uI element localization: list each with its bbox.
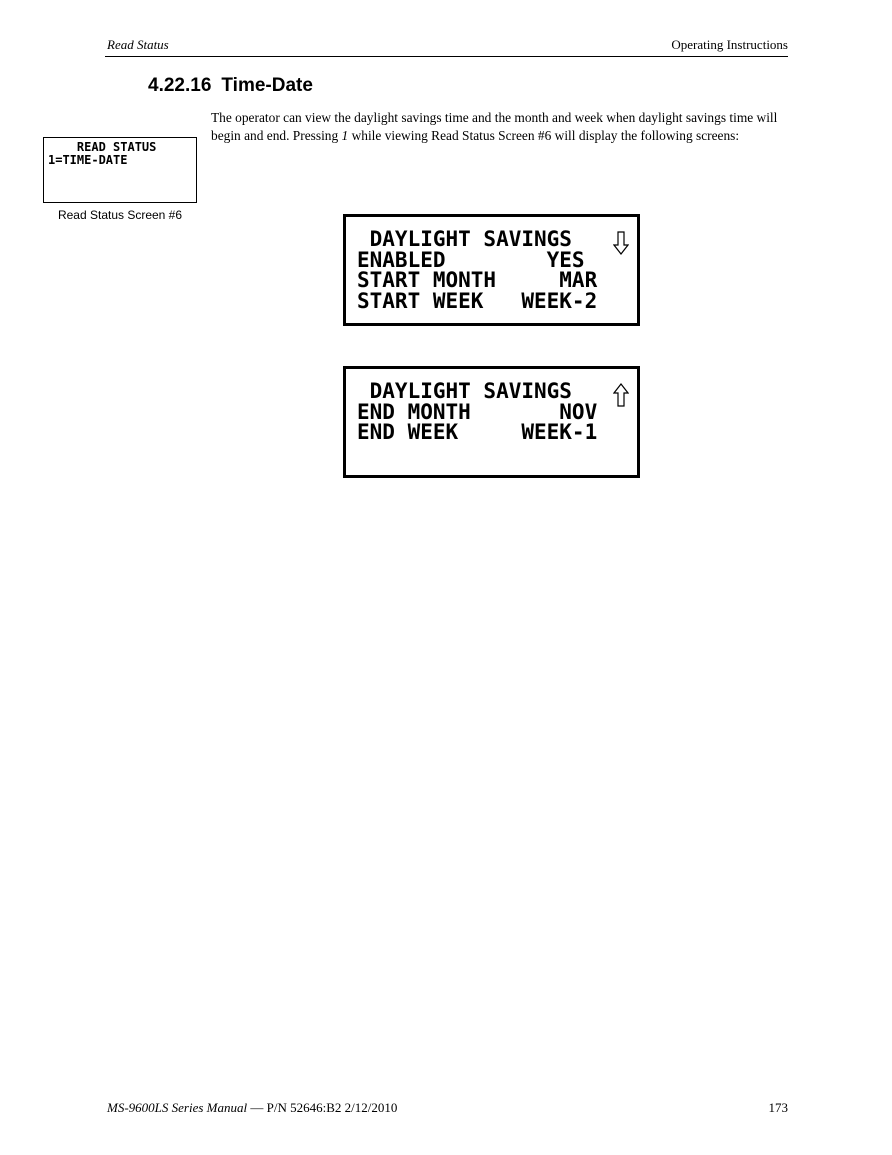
section-heading: 4.22.16 Time-Date xyxy=(148,75,313,97)
section-number: 4.22.16 xyxy=(148,75,212,96)
paragraph-key: 1 xyxy=(341,128,349,143)
header-rule xyxy=(105,56,788,57)
lcd-line: DAYLIGHT SAVINGS xyxy=(357,227,572,251)
body-paragraph: The operator can view the daylight savin… xyxy=(211,109,791,145)
lcd-line: END WEEK WEEK-1 xyxy=(357,420,598,444)
down-arrow-icon xyxy=(613,231,629,255)
section-title: Time-Date xyxy=(221,75,313,96)
lcd-line: END MONTH NOV xyxy=(357,399,598,424)
lcd-line: READ STATUS xyxy=(48,140,157,154)
up-arrow-icon xyxy=(613,383,629,407)
lcd-line xyxy=(357,443,637,464)
running-header-left: Read Status xyxy=(107,37,169,52)
manual-title: MS-9600LS Series Manual xyxy=(107,1100,248,1115)
footer-left: MS-9600LS Series Manual — P/N 52646:B2 2… xyxy=(107,1100,397,1116)
lcd-line: DAYLIGHT SAVINGS xyxy=(357,379,572,403)
lcd-line: START WEEK WEEK-2 xyxy=(357,288,598,313)
paragraph-part-1: The operator can view the daylight savin… xyxy=(211,110,778,143)
lcd-line: ENABLED YES xyxy=(357,247,585,272)
lcd-line: START MONTH MAR xyxy=(357,268,598,292)
paragraph-part-2: while viewing Read Status Screen #6 will… xyxy=(348,128,740,143)
screen-caption: Read Status Screen #6 xyxy=(57,208,183,222)
page-number: 173 xyxy=(768,1100,789,1115)
running-header-right: Operating Instructions xyxy=(671,37,788,52)
lcd-line: 1=TIME-DATE xyxy=(48,153,128,167)
part-number: — P/N 52646:B2 2/12/2010 xyxy=(247,1100,398,1115)
